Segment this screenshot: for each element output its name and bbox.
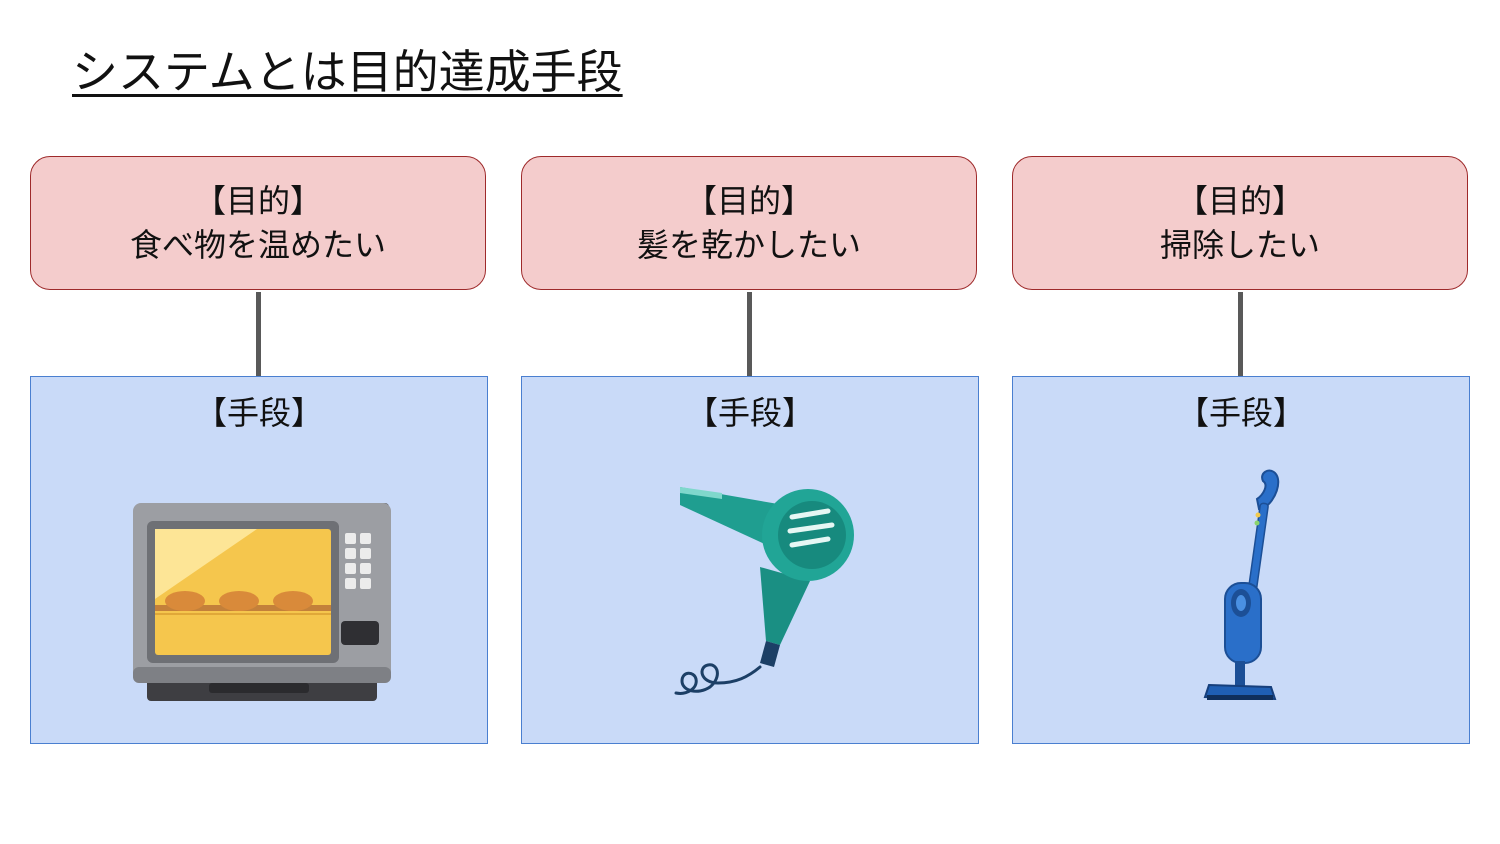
means-box: 【手段】 — [521, 376, 979, 744]
goal-label: 【目的】 — [193, 182, 322, 220]
goal-text: 髪を乾かしたい — [636, 226, 861, 264]
means-label: 【手段】 — [1176, 394, 1305, 432]
page-title: システムとは目的達成手段 — [72, 45, 623, 99]
means-label: 【手段】 — [194, 394, 323, 432]
purpose-means-column-2: 【目的】 髪を乾かしたい 【手段】 — [521, 0, 979, 844]
purpose-means-column-3: 【目的】 掃除したい 【手段】 — [1012, 0, 1470, 844]
means-label: 【手段】 — [685, 394, 814, 432]
goal-box: 【目的】 掃除したい — [1012, 156, 1468, 290]
connector-line — [1238, 292, 1243, 376]
purpose-means-column-1: 【目的】 食べ物を温めたい 【手段】 — [30, 0, 488, 844]
connector-line — [747, 292, 752, 376]
goal-label: 【目的】 — [1175, 182, 1304, 220]
stick-vacuum-icon — [1203, 469, 1280, 701]
means-box: 【手段】 — [30, 376, 488, 744]
goal-label: 【目的】 — [684, 182, 813, 220]
means-box: 【手段】 — [1012, 376, 1470, 744]
connector-line — [256, 292, 261, 376]
toaster-oven-icon — [133, 503, 391, 701]
goal-box: 【目的】 髪を乾かしたい — [521, 156, 977, 290]
goal-text: 食べ物を温めたい — [129, 226, 386, 264]
goal-text: 掃除したい — [1159, 226, 1320, 264]
hair-dryer-icon — [674, 487, 854, 695]
goal-box: 【目的】 食べ物を温めたい — [30, 156, 486, 290]
